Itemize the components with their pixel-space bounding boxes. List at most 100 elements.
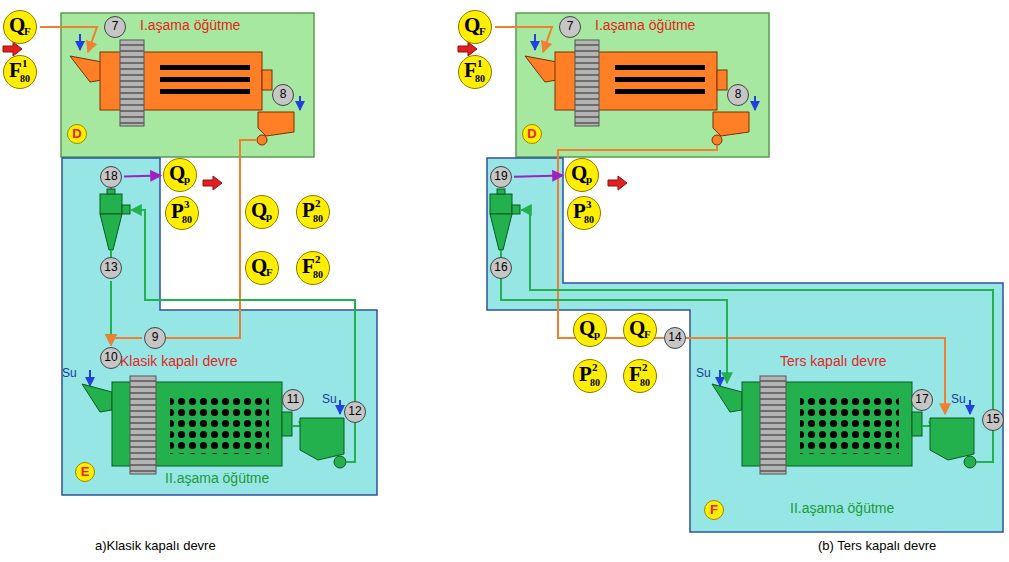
stream-symbol: P3 80 [567, 196, 601, 230]
symbol-text: 80 [182, 214, 192, 225]
stage-title: I.aşama öğütme [140, 17, 240, 33]
callout-number: 9 [145, 328, 165, 347]
stream-symbol: F280 [623, 359, 657, 393]
callout-number: 14 [665, 328, 685, 347]
stream-number: 11 [282, 389, 304, 411]
unit-letter: E [75, 462, 95, 482]
symbol-text: 1 [477, 57, 483, 69]
symbol-text: Q [579, 316, 595, 340]
stream-symbol: Qp [565, 158, 599, 192]
symbol-text: P [302, 198, 315, 222]
stream-number: 9 [144, 327, 166, 349]
flow-connector [514, 175, 563, 176]
stream-number: 7 [104, 16, 126, 38]
symbol-text: 80 [313, 213, 323, 224]
symbol-text: E [76, 463, 94, 480]
symbol-text: Q [9, 13, 25, 37]
stage-title: II.aşama öğütme [165, 470, 269, 486]
symbol-text: P [573, 199, 586, 223]
water-label: Su [62, 366, 77, 380]
unit-letter: F [704, 500, 724, 520]
symbol-text: 80 [313, 269, 323, 280]
callout-number: 7 [105, 17, 125, 36]
circuit-region: Ters kapalı devreII.aşama öğütmeF1916171… [487, 158, 1003, 532]
symbol-text: p [586, 173, 592, 185]
symbol-text: P [579, 362, 592, 386]
product-arrow [608, 176, 627, 190]
stage-title: II.aşama öğütme [790, 500, 894, 516]
stream-number: 8 [272, 84, 294, 106]
flow-connector [124, 176, 161, 177]
stage-box: I.aşama öğütmeD 7 8 [60, 12, 315, 158]
callout-number: 12 [345, 402, 365, 421]
symbol-text: 2 [315, 253, 321, 265]
stream-number: 8 [727, 84, 749, 106]
water-label: Su [696, 366, 711, 380]
symbol-text: F [629, 362, 642, 386]
symbol-text: 3 [184, 198, 190, 210]
stream-number: 18 [100, 166, 122, 188]
callout-number: 18 [101, 167, 121, 186]
symbol-text: P [171, 199, 184, 223]
symbol-text: 80 [640, 377, 650, 388]
stream-number: 14 [664, 327, 686, 349]
symbol-text: F [644, 328, 651, 340]
stream-symbol: QF [458, 10, 492, 44]
symbol-text: 3 [586, 198, 592, 210]
stage-box: I.aşama öğütmeD78 [515, 12, 770, 158]
symbol-text: 80 [584, 214, 594, 225]
unit-letter: D [522, 124, 542, 144]
panel-caption: a)Klasik kapalı devre [95, 538, 216, 553]
stream-symbol: P2 80 [573, 359, 607, 393]
stream-symbol: QF [623, 313, 657, 347]
panel-caption: (b) Ters kapalı devre [818, 538, 936, 553]
symbol-text: Q [251, 198, 267, 222]
stream-symbol: QF [3, 10, 37, 44]
slurry-line [166, 140, 257, 338]
symbol-text: F [266, 266, 273, 278]
circuit-outline [487, 158, 1003, 532]
symbol-text: F [705, 501, 723, 518]
callout-number: 8 [728, 85, 748, 104]
stream-symbol: Qp [163, 158, 197, 192]
symbol-text: Q [464, 13, 480, 37]
water-label: Su [951, 392, 966, 406]
stream-number: 17 [911, 389, 933, 411]
symbol-text: F [302, 254, 315, 278]
symbol-text: 80 [590, 377, 600, 388]
symbol-text: Q [169, 161, 185, 185]
callout-number: 7 [560, 17, 580, 36]
symbol-text: Q [251, 254, 267, 278]
symbol-text: Q [629, 316, 645, 340]
symbol-text: F [464, 58, 477, 82]
symbol-text: 2 [315, 197, 321, 209]
callout-number: 16 [491, 258, 511, 277]
symbol-text: 80 [475, 73, 485, 84]
callout-number: 10 [101, 348, 121, 367]
product-arrow [203, 176, 222, 190]
stream-symbol: P3 80 [165, 196, 199, 230]
circuit-outline [62, 158, 377, 495]
symbol-text: 2 [592, 361, 598, 373]
callout-number: 11 [283, 390, 303, 409]
symbol-text: p [594, 328, 600, 340]
callout-number: 17 [912, 390, 932, 409]
stream-symbol: Qp [573, 313, 607, 347]
circuit-outline [487, 158, 1003, 532]
stream-symbol: F2 80 [296, 251, 330, 285]
symbol-text: F [24, 25, 31, 37]
stream-number: 16 [490, 257, 512, 279]
symbol-text: p [184, 173, 190, 185]
flow-connector [110, 281, 112, 345]
stage-title: Klasik kapalı devre [120, 353, 238, 369]
symbol-text: F [479, 25, 486, 37]
stream-number: 10 [100, 347, 122, 369]
symbol-text: 80 [20, 73, 30, 84]
symbol-text: D [68, 125, 86, 142]
water-label: Su [322, 392, 337, 406]
stream-symbol: Qp [245, 195, 279, 229]
stage-panel [61, 13, 314, 157]
stage-title: Ters kapalı devre [780, 353, 887, 369]
